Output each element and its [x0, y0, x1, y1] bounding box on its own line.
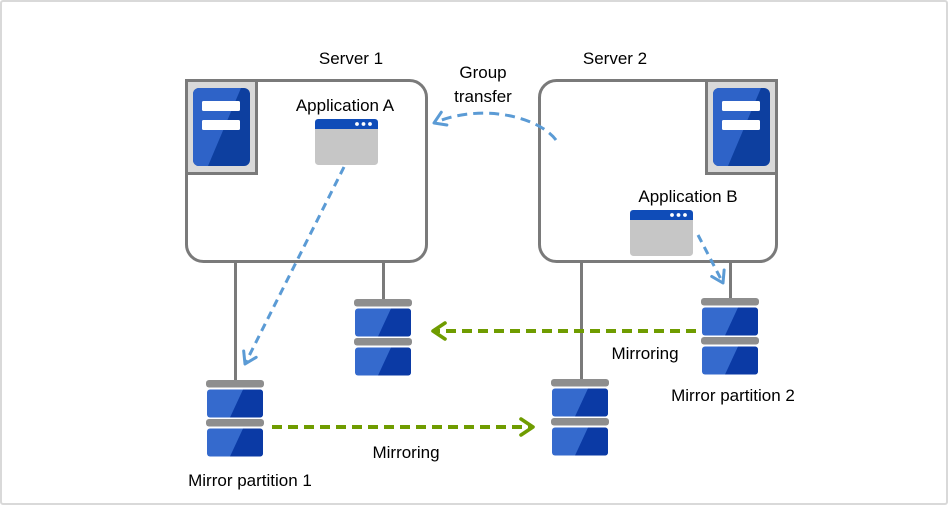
application-b-label: Application B — [638, 187, 737, 206]
group-transfer-arrow — [432, 110, 558, 141]
server1-mirror-disk-icon — [354, 299, 412, 376]
application-a-icon — [315, 119, 378, 165]
application-b-icon — [630, 210, 693, 256]
server-tower-icon — [193, 88, 250, 166]
server-1-icon — [185, 79, 258, 175]
mirror-partition-2-icon — [701, 298, 759, 375]
application-a-write-arrow — [242, 166, 346, 366]
group-transfer-label-line1: Group — [459, 63, 506, 82]
server-1-label: Server 1 — [319, 49, 383, 68]
mirroring-label-top: Mirroring — [611, 344, 678, 363]
group-transfer-label-line2: transfer — [454, 87, 512, 106]
mirror-partition-1-label: Mirror partition 1 — [188, 471, 312, 490]
server-2-icon — [705, 79, 778, 175]
application-a-label: Application A — [296, 96, 395, 115]
mirror-partition-2-label: Mirror partition 2 — [671, 386, 795, 405]
mirroring-label-bottom: Mirroring — [372, 443, 439, 462]
server2-mirror-disk-icon — [551, 379, 609, 456]
server-2-label: Server 2 — [583, 49, 647, 68]
mirror-partition-1-icon — [206, 380, 264, 457]
application-b-write-arrow — [696, 234, 726, 285]
server-tower-icon — [713, 88, 770, 166]
